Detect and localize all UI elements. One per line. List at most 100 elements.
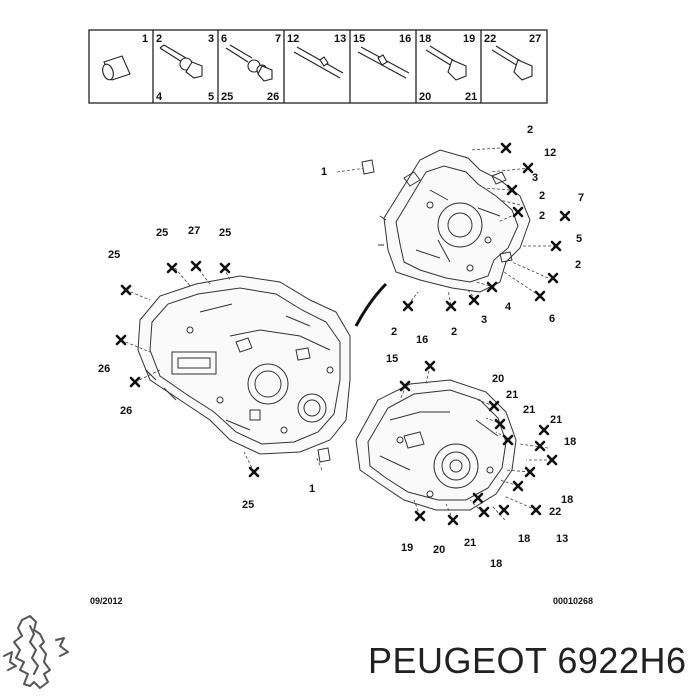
bolt-cross-marker	[468, 294, 480, 306]
bolt-cross-marker	[414, 510, 426, 522]
callout-label: 3	[532, 172, 538, 184]
bolt-cross-marker	[498, 504, 510, 516]
bolt-cross-marker	[488, 400, 500, 412]
legend-label: 12	[287, 33, 299, 45]
callout-label: 21	[550, 414, 562, 426]
callout-label: 2	[391, 326, 397, 338]
bolt-cross-marker	[512, 206, 524, 218]
diagram-reference-number: 00010268	[553, 596, 593, 606]
callout-label: 25	[108, 249, 120, 261]
callout-label: 27	[188, 225, 200, 237]
stud-long-part-icon	[357, 46, 410, 79]
gearbox-rear-housing-drawing	[355, 379, 517, 511]
sleeve-icon	[317, 447, 331, 463]
legend-label: 22	[484, 33, 496, 45]
callout-label: 2	[527, 124, 533, 136]
callout-label: 21	[464, 537, 476, 549]
legend-label: 7	[275, 33, 281, 45]
legend-label: 18	[419, 33, 431, 45]
bolt-cross-marker	[472, 492, 484, 504]
legend-label: 1	[142, 33, 148, 45]
callout-label: 18	[564, 436, 576, 448]
gearbox-main-housing-drawing	[137, 275, 351, 455]
callout-label: 1	[321, 166, 327, 178]
callout-label: 19	[401, 542, 413, 554]
callout-label: 12	[544, 147, 556, 159]
bolt-cross-marker	[547, 272, 559, 284]
callout-label: 13	[556, 533, 568, 545]
callout-label: 21	[523, 404, 535, 416]
brand-part-number: PEUGEOT 6922H6	[368, 640, 687, 681]
legend-label: 20	[419, 91, 431, 103]
flange-bolt-part-icon	[425, 45, 467, 81]
callout-label: 3	[481, 314, 487, 326]
callout-label: 4	[505, 301, 512, 313]
bolt-cross-marker	[424, 360, 436, 372]
bolt-cross-marker	[538, 424, 550, 436]
legend-label: 19	[463, 33, 475, 45]
bolt-markers	[115, 142, 571, 526]
callout-label: 2	[451, 326, 457, 338]
parts-legend	[88, 29, 548, 104]
bolt-cross-marker	[115, 334, 127, 346]
bolt-cross-marker	[447, 514, 459, 526]
callout-label: 21	[506, 389, 518, 401]
legend-label: 16	[399, 33, 411, 45]
callout-label: 7	[578, 192, 584, 204]
callout-label: 25	[219, 227, 231, 239]
bolt-cross-marker	[534, 440, 546, 452]
peugeot-lion-icon	[3, 615, 69, 689]
callout-label: 26	[98, 363, 110, 375]
bolt-cross-marker	[120, 284, 132, 296]
callout-label: 26	[120, 405, 132, 417]
bolt-cross-marker	[190, 260, 202, 272]
bolt-cross-marker	[546, 454, 558, 466]
bolt-cross-marker	[248, 466, 260, 478]
legend-label: 5	[208, 91, 214, 103]
bolt-cross-marker	[494, 418, 506, 430]
bolt-cross-marker	[502, 434, 514, 446]
bolt-cross-marker	[534, 290, 546, 302]
legend-label: 3	[208, 33, 214, 45]
sleeve-icons	[317, 159, 375, 463]
legend-label: 15	[353, 33, 365, 45]
bolt-cross-marker	[524, 466, 536, 478]
legend-parts	[102, 44, 533, 82]
legend-label: 2	[156, 33, 162, 45]
bolt-cross-marker	[402, 300, 414, 312]
bolt-cross-marker	[550, 240, 562, 252]
legend-label: 6	[221, 33, 227, 45]
clutch-housing-drawing	[378, 149, 531, 293]
bolt-cross-marker	[445, 300, 457, 312]
sleeve-part-icon	[102, 55, 131, 81]
callout-label: 20	[433, 544, 445, 556]
callout-label: 2	[539, 190, 545, 202]
legend-label: 13	[334, 33, 346, 45]
callout-label: 15	[386, 353, 398, 365]
legend-label: 27	[529, 33, 541, 45]
legend-label: 4	[156, 91, 163, 103]
callout-label: 1	[309, 483, 315, 495]
callout-label: 18	[490, 558, 502, 570]
callout-label: 2	[575, 259, 581, 271]
gasket-seal	[354, 282, 388, 327]
bolt-cross-marker	[506, 184, 518, 196]
bolt-cross-marker	[522, 162, 534, 174]
bolt-cross-marker	[478, 506, 490, 518]
callout-label: 22	[549, 506, 561, 518]
legend-label: 25	[221, 91, 233, 103]
bolt-cross-marker	[530, 504, 542, 516]
callout-label: 16	[416, 334, 428, 346]
sleeve-icon	[361, 159, 375, 175]
legend-labels: 1 2 3 4 5 6 7 25 26 12 13 15 16 18 19 20…	[142, 33, 541, 103]
bolt-cross-marker	[500, 142, 512, 154]
diagram-date: 09/2012	[90, 596, 123, 606]
bolt-cross-marker	[559, 210, 571, 222]
bolt-cross-marker	[166, 262, 178, 274]
legend-label: 21	[465, 91, 477, 103]
callout-label: 5	[576, 233, 582, 245]
bolt-washer-part-icon	[159, 44, 203, 79]
bolt-cross-marker	[512, 480, 524, 492]
stud-part-icon	[293, 46, 344, 79]
callout-label: 25	[156, 227, 168, 239]
